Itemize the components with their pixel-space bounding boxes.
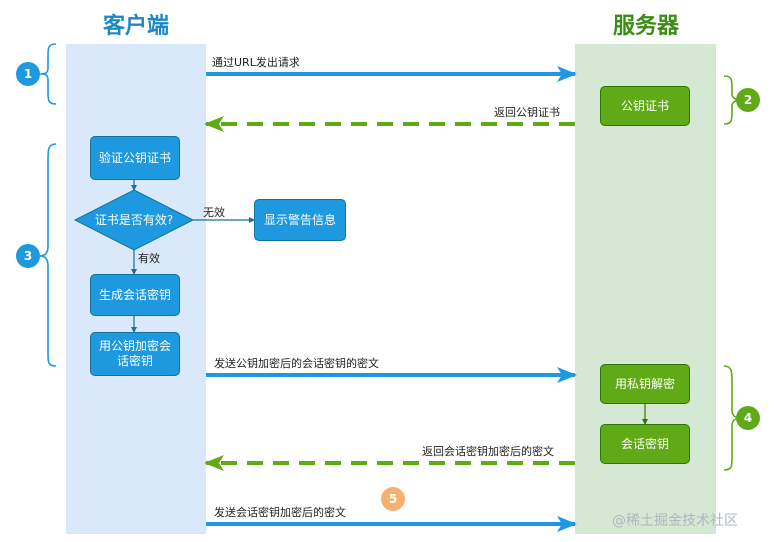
step-badge-5: 5 xyxy=(381,487,405,511)
node-cert-valid-decision: 证书是否有效? xyxy=(94,212,174,227)
label-send-encrypted: 发送会话密钥加密后的密文 xyxy=(214,506,346,519)
label-invalid: 无效 xyxy=(203,206,225,219)
label-return-encrypted: 返回会话密钥加密后的密文 xyxy=(422,445,554,458)
label-valid: 有效 xyxy=(138,252,160,265)
label-send-request: 通过URL发出请求 xyxy=(212,56,300,69)
label-send-encrypted-key: 发送公钥加密后的会话密钥的密文 xyxy=(214,357,379,370)
client-lane-title: 客户端 xyxy=(102,14,169,39)
step-badge-4: 4 xyxy=(736,406,760,430)
bracket-step-1 xyxy=(39,43,57,105)
watermark: @稀土掘金技术社区 xyxy=(612,513,738,529)
node-server-cert: 公钥证书 xyxy=(600,86,690,126)
node-generate-session-key: 生成会话密钥 xyxy=(90,274,180,316)
node-decrypt-with-private-key: 用私钥解密 xyxy=(600,364,690,404)
step-badge-1: 1 xyxy=(16,62,40,86)
node-encrypt-with-public-key: 用公钥加密会话密钥 xyxy=(90,332,180,376)
node-verify-cert: 验证公钥证书 xyxy=(90,136,180,180)
bracket-step-3 xyxy=(39,143,57,367)
server-lane-title: 服务器 xyxy=(612,14,679,39)
step-badge-3: 3 xyxy=(16,244,40,268)
node-session-key: 会话密钥 xyxy=(600,424,690,464)
node-show-warning: 显示警告信息 xyxy=(254,199,346,241)
decision-diamond xyxy=(73,189,195,251)
step-badge-2: 2 xyxy=(736,88,760,112)
label-return-cert: 返回公钥证书 xyxy=(494,106,560,119)
